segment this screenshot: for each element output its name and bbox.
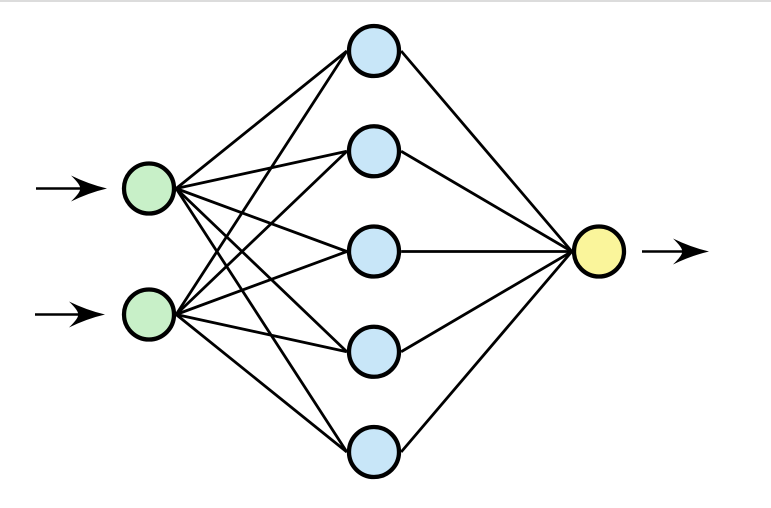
connection-line	[175, 187, 348, 353]
connection-line	[174, 50, 349, 316]
hidden-5-node	[346, 424, 402, 480]
input-1-node	[121, 161, 177, 216]
connection-line	[175, 250, 348, 316]
output-1-node	[571, 224, 627, 279]
input-2-node	[121, 287, 177, 342]
connections-group	[174, 49, 573, 454]
connection-line	[400, 250, 573, 353]
connection-line	[175, 149, 348, 190]
top-window-edge	[0, 0, 771, 2]
connection-line	[400, 50, 573, 253]
input-arrowhead-icon	[71, 175, 107, 202]
connection-line	[175, 187, 348, 253]
connection-line	[400, 250, 573, 453]
input-arrow-1	[36, 175, 107, 202]
output-arrowhead-icon	[673, 238, 709, 265]
connection-line	[400, 150, 573, 253]
hidden-2-node	[346, 124, 402, 179]
connection-line	[175, 49, 348, 190]
hidden-3-node	[346, 224, 402, 279]
connection-line	[174, 187, 349, 453]
hidden-1-node	[346, 23, 402, 79]
arrows-group	[35, 175, 709, 328]
connection-line	[175, 313, 348, 454]
connection-line	[175, 150, 348, 316]
input-arrow-2	[35, 301, 105, 328]
output-arrow-1	[642, 238, 709, 265]
input-arrowhead-icon	[69, 301, 105, 328]
hidden-4-node	[346, 324, 402, 379]
connection-line	[175, 313, 348, 354]
nodes-group	[121, 23, 627, 480]
